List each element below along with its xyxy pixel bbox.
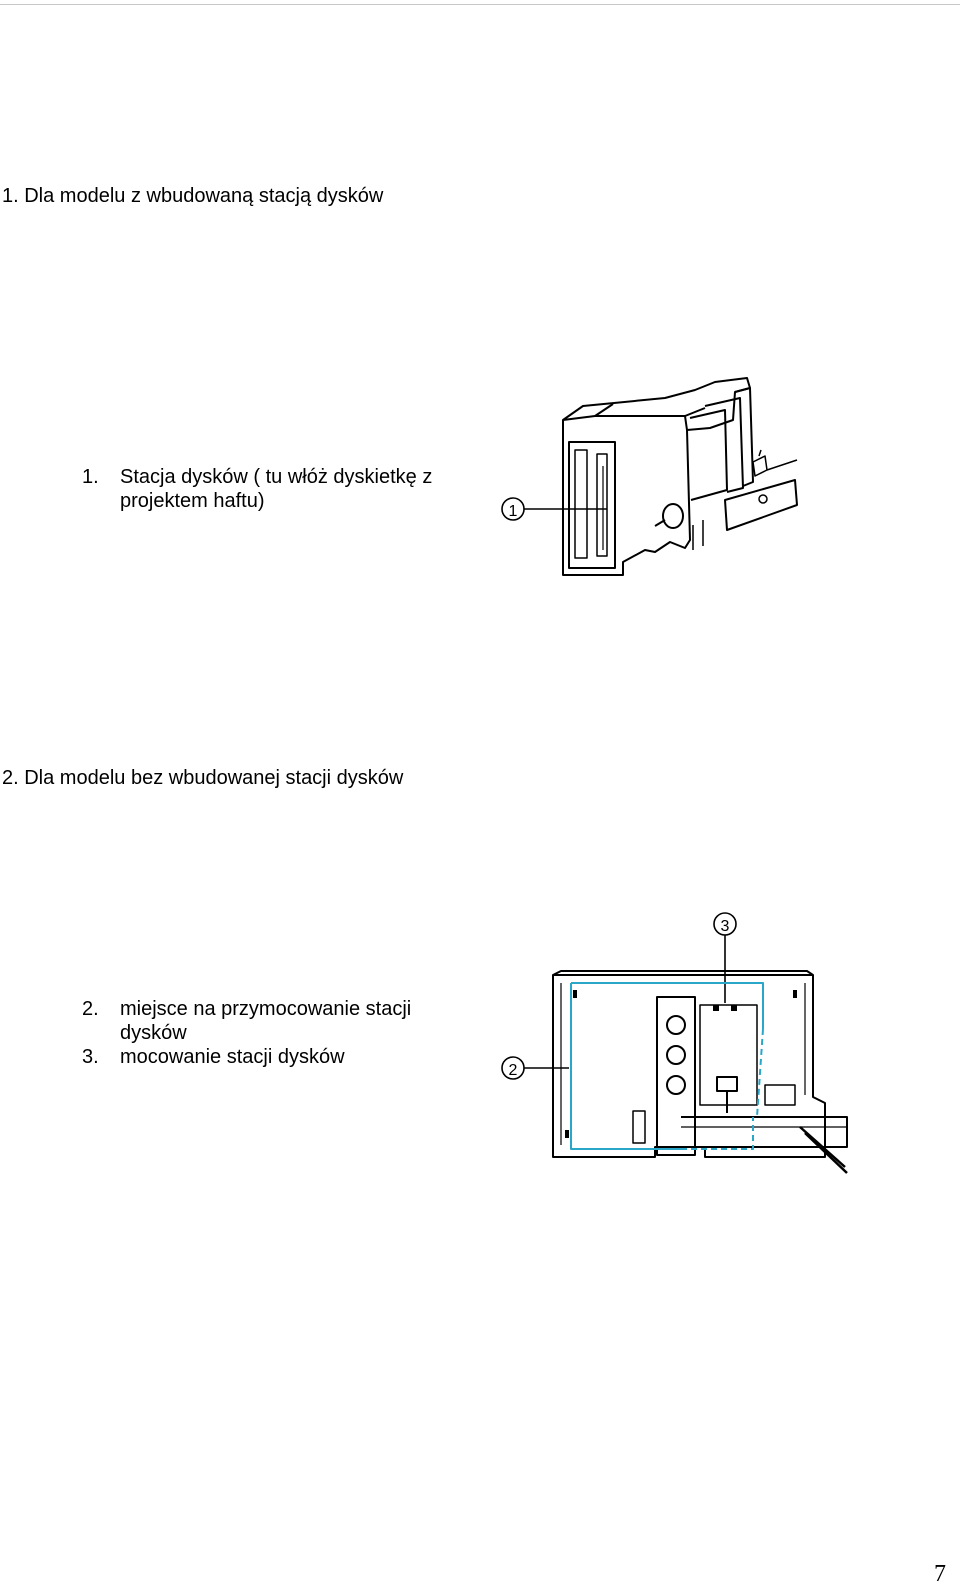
- callout-3: 3: [713, 912, 737, 1003]
- section1-heading: 1. Dla modelu z wbudowaną stacją dysków: [2, 185, 384, 207]
- callout-1-label: 1: [509, 503, 518, 520]
- legend-item-text-line1: Stacja dysków ( tu włóż dyskietkę z: [120, 466, 433, 488]
- figure-floppy-drive: 1: [501, 377, 798, 576]
- top-rule: [0, 4, 960, 5]
- legend-item-number: 1.: [82, 466, 99, 488]
- legend-item-number: 3.: [82, 1046, 99, 1068]
- legend-item-text-line1: mocowanie stacji dysków: [120, 1046, 345, 1068]
- legend-item-1: 1. Stacja dysków ( tu włóż dyskietkę z p…: [82, 466, 482, 516]
- figure-drive-mount: 3 2: [501, 912, 848, 1174]
- legend-list-2: 2. miejsce na przymocowanie stacji dyskó…: [82, 998, 482, 1076]
- legend-item-number: 2.: [82, 998, 99, 1020]
- callout-2-label: 2: [509, 1062, 518, 1079]
- callout-3-label: 3: [721, 918, 730, 935]
- legend-item-text-line1: miejsce na przymocowanie stacji: [120, 998, 412, 1020]
- callout-1: 1: [501, 497, 607, 521]
- callout-2: 2: [501, 1056, 569, 1080]
- legend-item-text-line2: dysków: [120, 1022, 187, 1044]
- legend-item-text-line2: projektem haftu): [120, 490, 265, 512]
- section2-heading: 2. Dla modelu bez wbudowanej stacji dysk…: [2, 767, 404, 789]
- drive-mount-area-highlight: [570, 982, 764, 1150]
- page-number: 7: [934, 1561, 946, 1587]
